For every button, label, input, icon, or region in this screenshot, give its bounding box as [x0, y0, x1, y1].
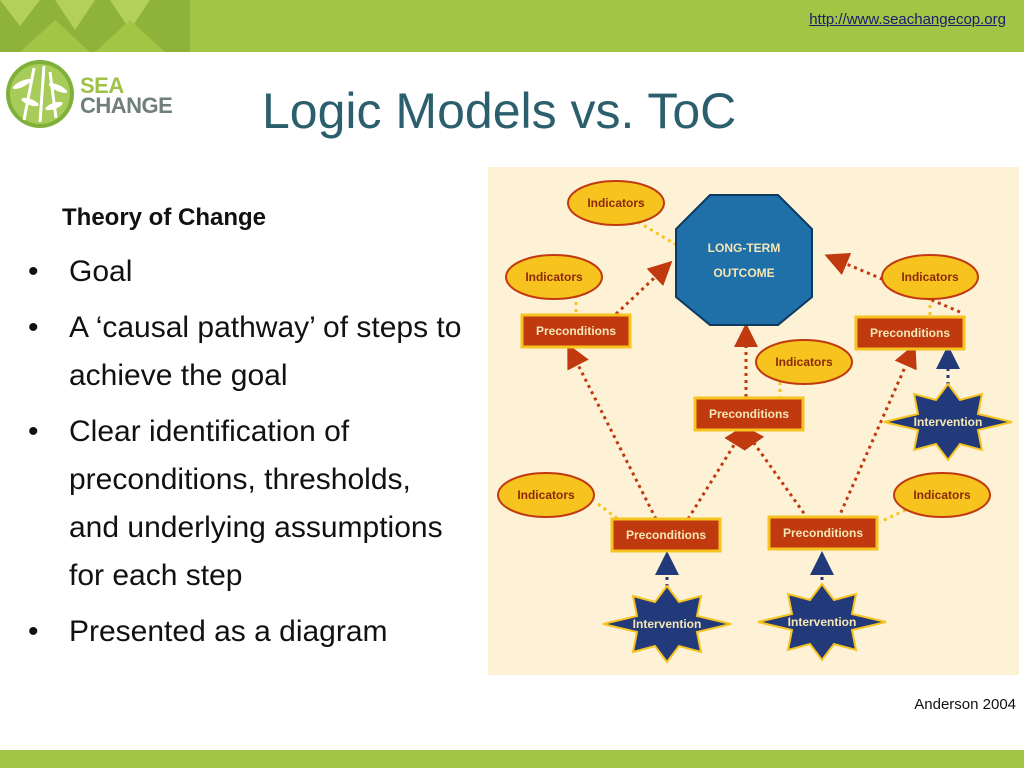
sea-change-logo: SEA CHANGE [4, 58, 194, 132]
intervention-label: Intervention [788, 615, 857, 629]
bullet-text: Presented as a diagram [69, 615, 388, 648]
preconditions-label: Preconditions [536, 324, 616, 338]
section-subheading: Theory of Change [62, 204, 267, 231]
bullet-dot-icon: • [28, 615, 39, 648]
intervention-label: Intervention [914, 415, 983, 429]
bullet-list: • Goal • A ‘causal pathway’ of steps to ac… [24, 248, 464, 664]
preconditions-box: Preconditions [693, 396, 805, 432]
bullet-item: • Goal [24, 248, 464, 296]
bullet-text: A ‘causal pathway’ of steps to achieve t… [69, 311, 462, 392]
corner-decoration [0, 0, 190, 52]
indicators-ellipse: Indicators [567, 180, 665, 226]
bamboo-logo-icon [6, 60, 74, 128]
indicators-label: Indicators [525, 270, 583, 284]
indicators-label: Indicators [587, 196, 645, 210]
indicators-ellipse: Indicators [505, 254, 603, 300]
blue-dotted-arrows [655, 345, 960, 587]
bottom-banner [0, 750, 1024, 768]
bullet-item: • Clear identification of preconditions, … [24, 408, 464, 600]
bullet-item: • A ‘causal pathway’ of steps to achieve … [24, 304, 464, 400]
intervention-star: Intervention [757, 582, 887, 662]
yellow-dotted-links [574, 220, 932, 524]
indicators-label: Indicators [913, 488, 971, 502]
bullet-text: Clear identification of preconditions, t… [69, 415, 443, 592]
indicators-ellipse: Indicators [755, 339, 853, 385]
preconditions-label: Preconditions [626, 528, 706, 542]
diagram-canvas: LONG-TERM OUTCOME Indicators Indicators … [497, 180, 1013, 664]
preconditions-label: Preconditions [783, 526, 863, 540]
slide-title: Logic Models vs. ToC [262, 83, 737, 139]
indicators-label: Indicators [901, 270, 959, 284]
intervention-star: Intervention [602, 584, 732, 664]
top-banner: http://www.seachangecop.org [0, 0, 1024, 52]
bullet-dot-icon: • [28, 311, 39, 344]
bullet-dot-icon: • [28, 415, 39, 448]
indicators-label: Indicators [775, 355, 833, 369]
intervention-label: Intervention [633, 617, 702, 631]
preconditions-label: Preconditions [870, 326, 950, 340]
theory-of-change-diagram: LONG-TERM OUTCOME Indicators Indicators … [488, 167, 1019, 675]
indicators-ellipse: Indicators [893, 472, 991, 518]
preconditions-box: Preconditions [854, 315, 966, 351]
preconditions-box: Preconditions [520, 313, 632, 349]
bullet-item: • Presented as a diagram [24, 608, 464, 656]
long-term-outcome-octagon: LONG-TERM OUTCOME [675, 194, 813, 326]
indicators-ellipse: Indicators [881, 254, 979, 300]
indicators-label: Indicators [517, 488, 575, 502]
bullet-text: Goal [69, 255, 133, 288]
preconditions-label: Preconditions [709, 407, 789, 421]
intervention-star: Intervention [883, 382, 1013, 462]
bullet-dot-icon: • [28, 255, 39, 288]
logo-word-change: CHANGE [80, 93, 173, 118]
logo-word-sea: SEA [80, 73, 124, 98]
indicators-ellipse: Indicators [497, 472, 595, 518]
outcome-line1: LONG-TERM [708, 241, 781, 255]
website-link[interactable]: http://www.seachangecop.org [809, 11, 1006, 28]
preconditions-box: Preconditions [767, 515, 879, 551]
citation-text: Anderson 2004 [914, 696, 1016, 713]
logo-wordmark: SEA CHANGE [80, 73, 173, 118]
preconditions-box: Preconditions [610, 517, 722, 553]
outcome-line2: OUTCOME [713, 266, 774, 280]
